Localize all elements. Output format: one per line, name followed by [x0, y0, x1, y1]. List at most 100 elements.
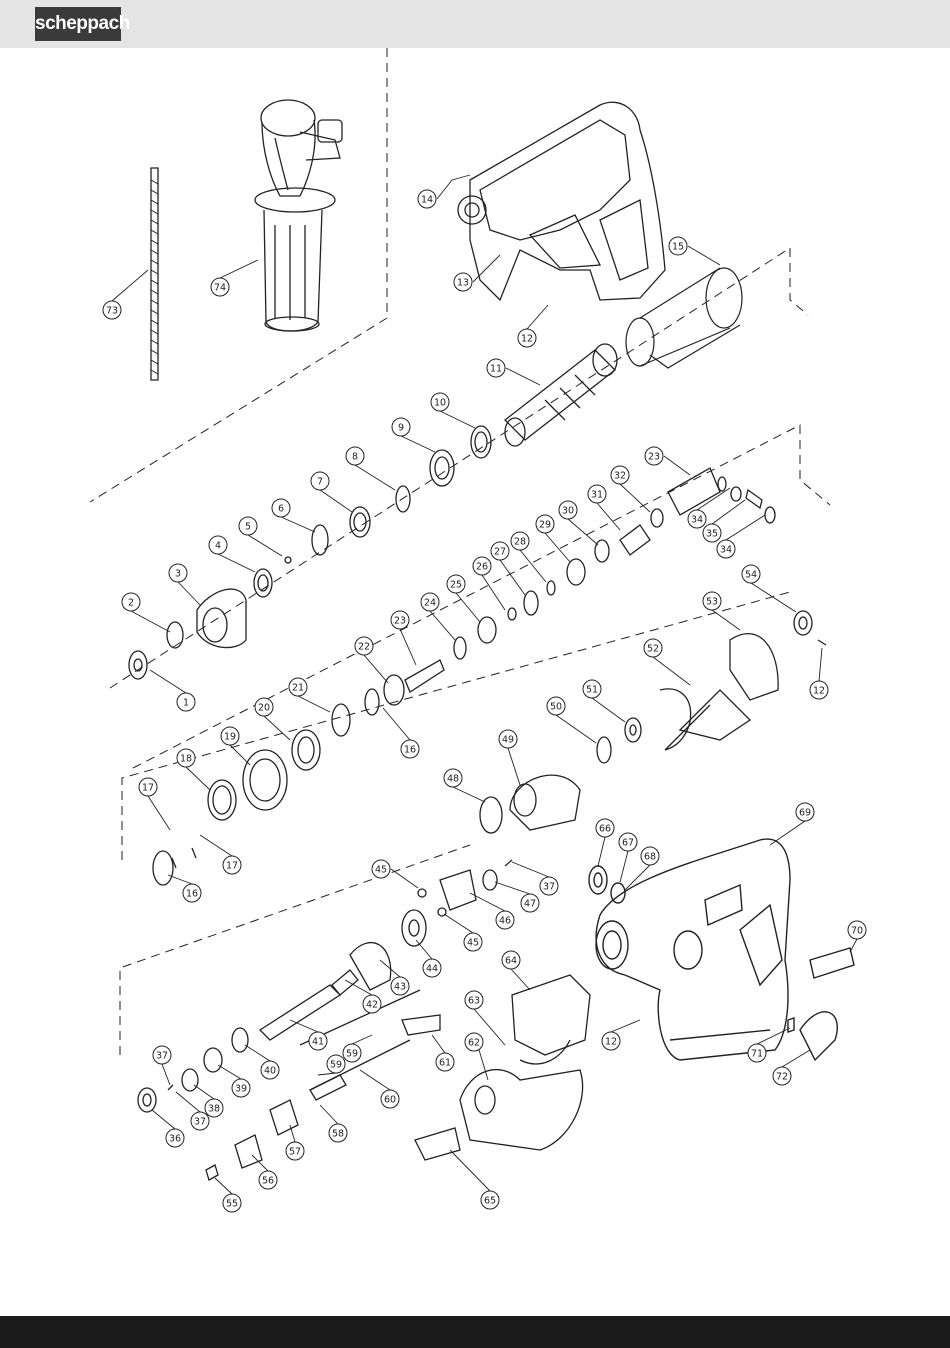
part-number-callouts: 1234567891011121314151617161718192021222… — [103, 190, 866, 1212]
callout-label: 56 — [262, 1175, 274, 1186]
callout-label: 5 — [245, 521, 251, 532]
callout-label: 66 — [599, 823, 611, 834]
callout-label: 23 — [648, 451, 660, 462]
callout-23: 23 — [391, 611, 409, 629]
callout-label: 55 — [226, 1198, 238, 1209]
callout-63: 63 — [465, 991, 483, 1009]
callout-62: 62 — [465, 1033, 483, 1051]
callout-16: 16 — [183, 884, 201, 902]
callout-11: 11 — [487, 359, 505, 377]
callout-label: 43 — [394, 981, 406, 992]
callout-label: 15 — [672, 241, 684, 252]
callout-39: 39 — [232, 1079, 250, 1097]
callout-25: 25 — [447, 575, 465, 593]
callout-label: 31 — [591, 489, 603, 500]
callout-label: 37 — [543, 881, 555, 892]
callout-72: 72 — [773, 1067, 791, 1085]
callout-66: 66 — [596, 819, 614, 837]
callout-label: 72 — [776, 1071, 788, 1082]
callout-53: 53 — [703, 592, 721, 610]
callout-label: 46 — [499, 915, 511, 926]
part-13-housing-half — [458, 102, 665, 300]
callout-38: 38 — [205, 1099, 223, 1117]
callout-label: 12 — [813, 685, 825, 696]
callout-label: 14 — [421, 194, 433, 205]
callout-29: 29 — [536, 515, 554, 533]
callout-6: 6 — [272, 499, 290, 517]
callout-18: 18 — [177, 749, 195, 767]
part-15-wire-cage — [626, 268, 742, 368]
parts-row-3-gears — [153, 611, 826, 885]
callout-34: 34 — [688, 510, 706, 528]
callout-label: 34 — [720, 544, 732, 555]
callout-36: 36 — [166, 1129, 184, 1147]
callout-40: 40 — [261, 1061, 279, 1079]
callout-label: 9 — [398, 422, 404, 433]
callout-label: 26 — [476, 561, 488, 572]
callout-label: 64 — [505, 955, 517, 966]
callout-28: 28 — [511, 532, 529, 550]
callout-label: 6 — [278, 503, 284, 514]
callout-label: 59 — [330, 1059, 342, 1070]
callout-27: 27 — [491, 542, 509, 560]
callout-label: 71 — [751, 1048, 763, 1059]
callout-label: 17 — [226, 860, 238, 871]
callout-14: 14 — [418, 190, 436, 208]
callout-label: 3 — [175, 568, 181, 579]
callout-label: 37 — [156, 1050, 168, 1061]
callout-label: 53 — [706, 596, 718, 607]
leader-lines — [112, 175, 857, 1194]
callout-5: 5 — [239, 517, 257, 535]
callout-37: 37 — [153, 1046, 171, 1064]
callout-74: 74 — [211, 278, 229, 296]
callout-label: 57 — [289, 1146, 301, 1157]
page-header: scheppach — [0, 0, 950, 48]
parts-row-1-rings — [129, 426, 491, 679]
callout-label: 61 — [439, 1057, 451, 1068]
callout-55: 55 — [223, 1194, 241, 1212]
callout-43: 43 — [391, 977, 409, 995]
callout-59: 59 — [327, 1055, 345, 1073]
callout-34: 34 — [717, 540, 735, 558]
callout-30: 30 — [559, 501, 577, 519]
callout-20: 20 — [255, 698, 273, 716]
callout-32: 32 — [611, 466, 629, 484]
callout-42: 42 — [363, 995, 381, 1013]
part-74-side-handle — [255, 100, 342, 331]
callout-label: 20 — [258, 702, 270, 713]
callout-label: 41 — [312, 1036, 324, 1047]
part-11-spindle — [505, 344, 617, 446]
callout-label: 1 — [183, 697, 189, 708]
callout-label: 2 — [128, 597, 134, 608]
part-73-rod — [151, 168, 158, 380]
callout-label: 59 — [346, 1048, 358, 1059]
callout-label: 58 — [332, 1128, 344, 1139]
callout-58: 58 — [329, 1124, 347, 1142]
callout-48: 48 — [444, 769, 462, 787]
callout-61: 61 — [436, 1053, 454, 1071]
callout-24: 24 — [421, 593, 439, 611]
callout-68: 68 — [641, 847, 659, 865]
callout-label: 12 — [605, 1036, 617, 1047]
callout-label: 18 — [180, 753, 192, 764]
callout-label: 40 — [264, 1065, 276, 1076]
callout-label: 25 — [450, 579, 462, 590]
callout-15: 15 — [669, 237, 687, 255]
callout-label: 13 — [457, 277, 469, 288]
callout-label: 29 — [539, 519, 551, 530]
callout-label: 42 — [366, 999, 378, 1010]
callout-label: 69 — [799, 807, 811, 818]
callout-50: 50 — [547, 697, 565, 715]
callout-12: 12 — [518, 329, 536, 347]
callout-23: 23 — [645, 447, 663, 465]
callout-label: 47 — [524, 898, 536, 909]
callout-45: 45 — [464, 933, 482, 951]
callout-label: 39 — [235, 1083, 247, 1094]
callout-label: 45 — [467, 937, 479, 948]
callout-45: 45 — [372, 860, 390, 878]
callout-label: 10 — [434, 397, 446, 408]
callout-60: 60 — [381, 1090, 399, 1108]
callout-label: 44 — [426, 963, 438, 974]
callout-label: 73 — [106, 305, 118, 316]
callout-label: 67 — [622, 837, 634, 848]
